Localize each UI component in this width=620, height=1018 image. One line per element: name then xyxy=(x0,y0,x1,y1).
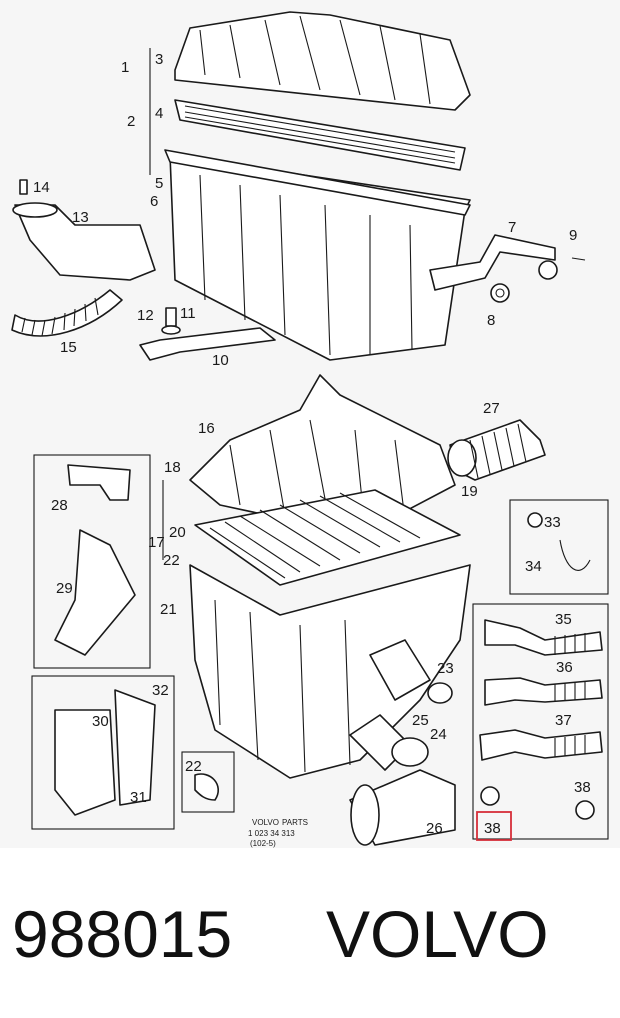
callout: 18 xyxy=(164,459,181,476)
callout: 37 xyxy=(555,712,572,729)
callout: 5 xyxy=(155,175,163,192)
callout: 14 xyxy=(33,179,50,196)
lower-housing xyxy=(189,564,471,779)
callout: 11 xyxy=(180,305,196,322)
part-number: 988015 xyxy=(12,897,233,971)
callout: 21 xyxy=(160,601,177,618)
stamp-line1: VOLVO xyxy=(252,818,279,827)
callout: 36 xyxy=(556,659,573,676)
bracket-10 xyxy=(139,327,276,361)
callout: 35 xyxy=(555,611,572,628)
air-cleaner-lid xyxy=(174,11,471,111)
callout: 12 xyxy=(137,307,154,324)
callout: 34 xyxy=(525,558,542,575)
callout: 19 xyxy=(461,483,478,500)
callout: 3 xyxy=(155,51,163,68)
callout: 16 xyxy=(198,420,215,437)
callout: 4 xyxy=(155,105,163,122)
stamp-line3: (102-5) xyxy=(250,839,276,848)
parts-diagram: VOLVO PARTS 1 023 34 313 (102-5) 1 2 3 4… xyxy=(11,11,609,848)
callout-labels: 1 2 3 4 5 6 7 8 9 10 11 12 13 14 15 16 1… xyxy=(33,51,591,837)
callout: 8 xyxy=(487,312,495,329)
callout: 17 xyxy=(148,534,165,551)
callout: 32 xyxy=(152,682,169,699)
grommet-8 xyxy=(490,283,510,303)
callout: 9 xyxy=(569,227,577,244)
callout: 30 xyxy=(92,713,109,730)
callout: 6 xyxy=(150,193,158,210)
group-box-35-38 xyxy=(472,603,609,840)
brand-name: VOLVO xyxy=(326,897,549,971)
highlighted-callout: 38 xyxy=(484,820,501,837)
callout: 38 xyxy=(574,779,591,796)
intake-tube xyxy=(14,204,156,281)
bracket-7 xyxy=(429,234,556,291)
callout: 29 xyxy=(56,580,73,597)
callout: 27 xyxy=(483,400,500,417)
callout: 20 xyxy=(169,524,186,541)
highlight-box xyxy=(476,811,512,841)
callout: 13 xyxy=(72,209,89,226)
group-box-30-32 xyxy=(31,675,175,830)
callout: 25 xyxy=(412,712,429,729)
group-box-33-34 xyxy=(509,499,609,595)
group-box-28-29 xyxy=(33,454,151,669)
callout: 7 xyxy=(508,219,516,236)
callout: 1 xyxy=(121,59,129,76)
callout: 22 xyxy=(163,552,180,569)
hose-15 xyxy=(11,289,123,337)
callout: 2 xyxy=(127,113,135,130)
callout: 24 xyxy=(430,726,447,743)
callout: 15 xyxy=(60,339,77,356)
callout: 31 xyxy=(130,789,147,806)
callout: 10 xyxy=(212,352,229,369)
callout: 23 xyxy=(437,660,454,677)
filter-element-lower xyxy=(194,489,461,586)
exploded-view: VOLVO PARTS 1 023 34 313 (102-5) 1 2 3 4… xyxy=(11,11,609,848)
stamp-line2: 1 023 34 313 xyxy=(248,829,295,838)
callout: 22 xyxy=(185,758,202,775)
callout: 33 xyxy=(544,514,561,531)
callout: 28 xyxy=(51,497,68,514)
footer: 988015 VOLVO xyxy=(0,880,620,990)
stamp-line1b: PARTS xyxy=(282,818,308,827)
callout: 26 xyxy=(426,820,443,837)
